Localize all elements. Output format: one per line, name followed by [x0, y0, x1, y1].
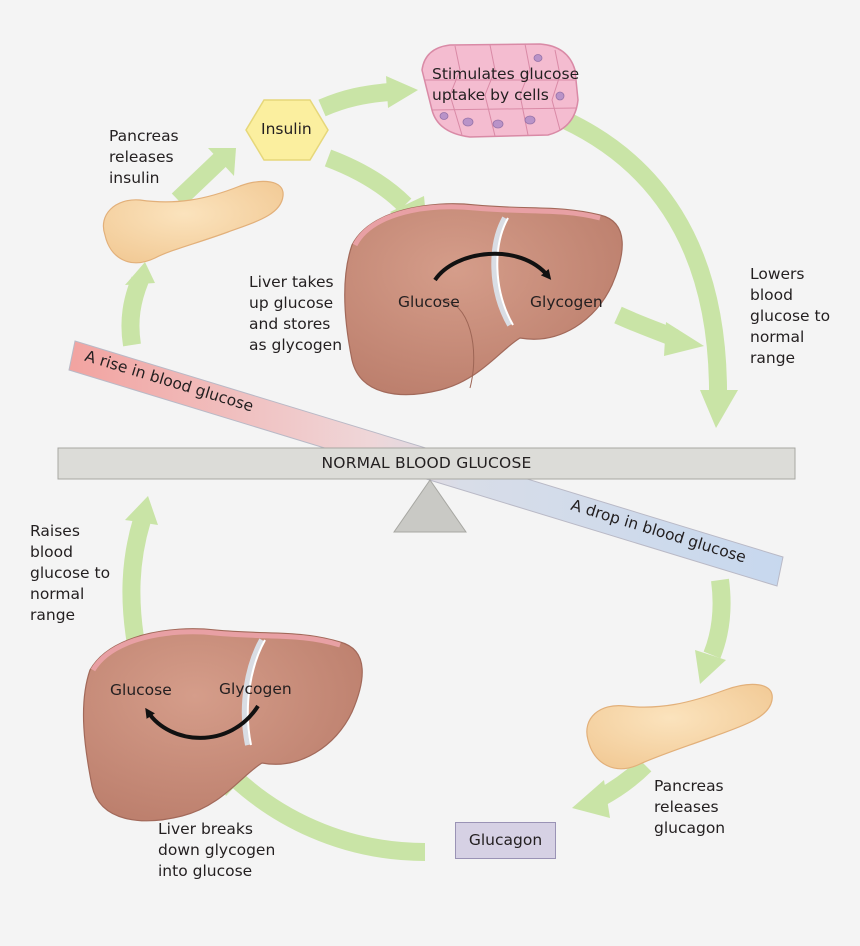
stimulates-uptake-text: Stimulates glucose uptake by cells: [432, 65, 580, 104]
arrow-liver-to-normal: [614, 306, 704, 356]
insulin-hexagon: [245, 99, 329, 161]
fulcrum: [393, 479, 467, 533]
pancreas-top-illustration: [102, 180, 284, 264]
arrow-pancreas-to-insulin: [171, 148, 236, 207]
arrow-drop-to-pancreas: [695, 578, 731, 684]
top-liver-glucose-label: Glucose: [398, 293, 460, 311]
top-liver-glycogen-label: Glycogen: [530, 293, 603, 311]
glycogen-to-glucose-arrow: [145, 704, 260, 740]
pancreas-releases-glucagon-text: Pancreas releases glucagon: [654, 777, 726, 837]
arrow-rise-to-pancreas: [121, 262, 155, 347]
bottom-liver-glucose-label: Glucose: [110, 681, 172, 699]
liver-bottom-illustration: [82, 628, 363, 822]
arrow-pancreas-to-glucagon: [572, 758, 652, 818]
raises-glucose-text: Raises blood glucose to normal range: [30, 522, 111, 624]
liver-top-illustration: [344, 203, 623, 396]
glucagon-box: Glucagon: [455, 822, 556, 859]
body-cells-illustration: [421, 43, 579, 138]
normal-blood-glucose-label: NORMAL BLOOD GLUCOSE: [321, 454, 532, 472]
glucose-to-glycogen-arrow: [433, 251, 552, 282]
lowers-glucose-text: Lowers blood glucose to normal range: [750, 265, 831, 367]
liver-stores-glycogen-text: Liver takes up glucose and stores as gly…: [249, 273, 343, 354]
arrow-cells-to-normal: [561, 111, 738, 428]
arrow-liver-to-normal-bottom: [122, 496, 158, 652]
insulin-label: Insulin: [261, 120, 312, 138]
bottom-liver-glycogen-label: Glycogen: [219, 680, 292, 698]
liver-breaks-glycogen-text: Liver breaks down glycogen into glucose: [158, 820, 276, 880]
arrow-insulin-to-cells: [318, 76, 418, 117]
pancreas-bottom-illustration: [586, 683, 773, 770]
normal-glucose-beam: [57, 447, 796, 480]
pancreas-releases-insulin-text: Pancreas releases insulin: [109, 127, 179, 187]
